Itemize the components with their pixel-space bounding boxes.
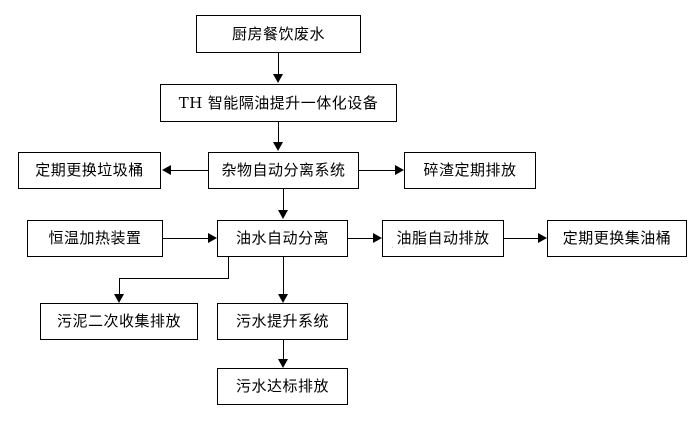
node-oil-water-auto-separation[interactable]: 油水自动分离 xyxy=(217,220,348,257)
edge-oil-water-to-grease-discharge xyxy=(348,238,374,239)
arrowhead-debris-system-to-slag-discharge xyxy=(395,165,404,175)
node-th-label-lead: TH xyxy=(178,93,203,112)
edge-oil-water-to-sludge-seg2 xyxy=(119,278,229,279)
arrowhead-debris-system-to-oil-water xyxy=(278,210,288,219)
node-sewage-lifting-system[interactable]: 污水提升系统 xyxy=(217,303,348,340)
arrowhead-oil-water-to-sludge xyxy=(114,294,124,303)
node-sludge-secondary-collection-discharge[interactable]: 污泥二次收集排放 xyxy=(40,303,198,340)
arrowhead-heating-device-to-oil-water xyxy=(208,233,217,243)
node-scheduled-slag-discharge[interactable]: 碎渣定期排放 xyxy=(404,152,536,189)
arrowhead-debris-system-to-trash-bin xyxy=(162,165,171,175)
arrowhead-equipment-to-debris-system xyxy=(273,142,283,151)
node-debris-auto-separation-system[interactable]: 杂物自动分离系统 xyxy=(208,152,359,189)
edge-equipment-to-debris-system xyxy=(278,122,279,144)
arrowhead-oil-water-to-sewage-lifting xyxy=(278,294,288,303)
edge-debris-system-to-oil-water xyxy=(283,189,284,211)
edge-grease-discharge-to-oil-barrel xyxy=(504,238,538,239)
edge-debris-system-to-trash-bin xyxy=(171,170,209,171)
node-kitchen-wastewater[interactable]: 厨房餐饮废水 xyxy=(196,15,361,53)
edge-heating-device-to-oil-water xyxy=(163,238,209,239)
node-compliant-sewage-discharge[interactable]: 污水达标排放 xyxy=(217,368,348,405)
arrowhead-oil-water-to-grease-discharge xyxy=(373,233,382,243)
node-replace-trash-bin[interactable]: 定期更换垃圾桶 xyxy=(18,152,161,189)
arrowhead-grease-discharge-to-oil-barrel xyxy=(538,233,547,243)
arrowhead-sewage-lifting-to-compliant-discharge xyxy=(278,359,288,368)
node-th-label-rest: 智能隔油提升一体化设备 xyxy=(207,93,379,112)
edge-sewage-lifting-to-compliant-discharge xyxy=(283,340,284,360)
edge-wastewater-to-equipment xyxy=(278,53,279,75)
arrowhead-wastewater-to-equipment xyxy=(273,74,283,83)
node-replace-oil-collection-barrel[interactable]: 定期更换集油桶 xyxy=(547,220,687,257)
edge-oil-water-to-sludge-seg3 xyxy=(119,278,120,295)
edge-debris-system-to-slag-discharge xyxy=(359,170,396,171)
node-constant-temp-heating-device[interactable]: 恒温加热装置 xyxy=(27,220,163,257)
edge-oil-water-to-sludge-seg1 xyxy=(228,257,229,279)
node-automatic-grease-discharge[interactable]: 油脂自动排放 xyxy=(382,220,504,257)
node-th-integrated-equipment[interactable]: TH 智能隔油提升一体化设备 xyxy=(160,84,397,122)
edge-oil-water-to-sewage-lifting xyxy=(283,257,284,295)
